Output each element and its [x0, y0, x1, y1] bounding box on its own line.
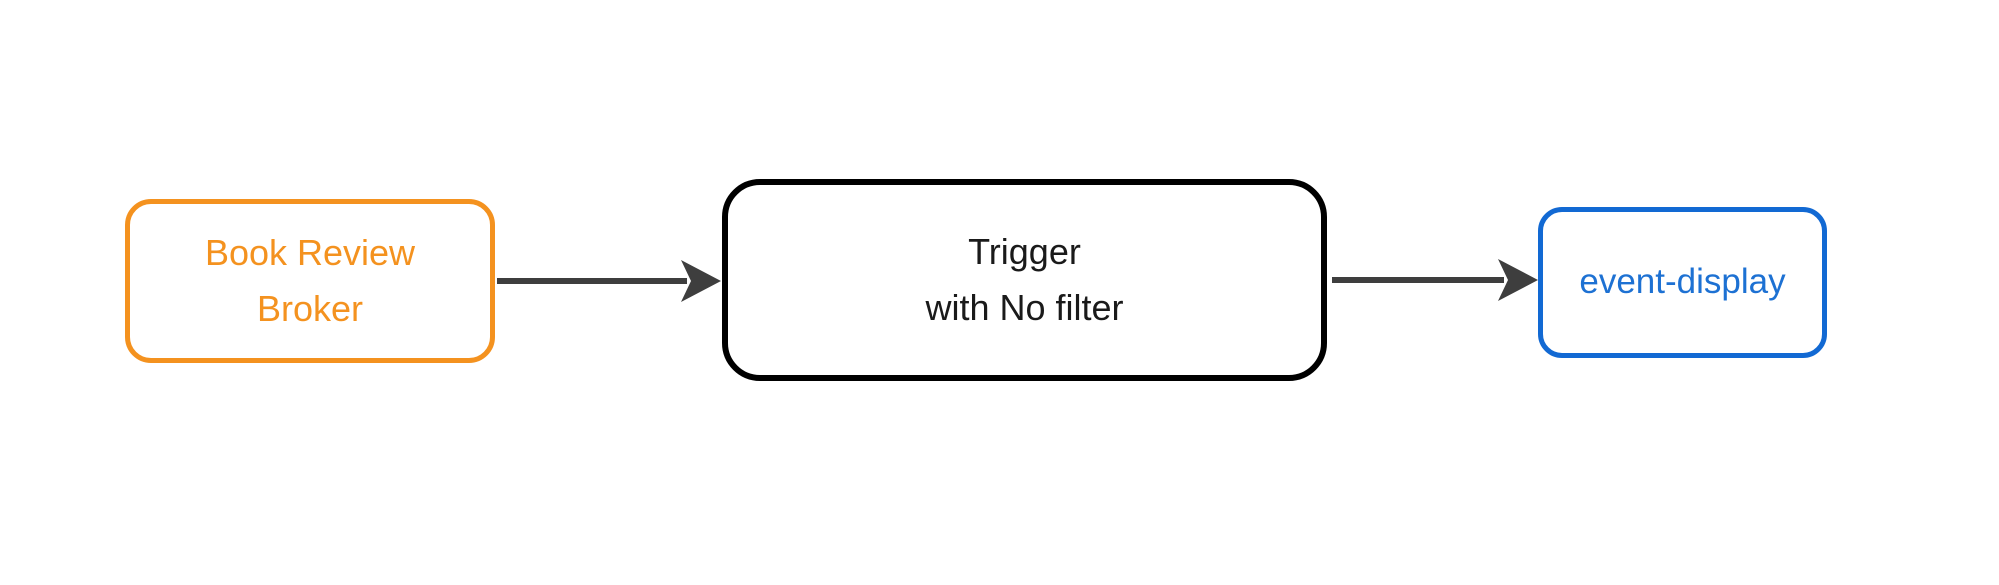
edge-trigger-to-event-display [1332, 259, 1538, 301]
node-label-line: Book Review [204, 232, 416, 274]
node-trigger-with-no-filter: Trigger with No filter [722, 179, 1327, 381]
arrowhead-icon [1498, 259, 1538, 301]
node-book-review-broker: Book Review Broker [125, 199, 495, 363]
edge-broker-to-trigger [497, 260, 721, 302]
arrowhead-icon [681, 260, 721, 302]
node-label-book-review-broker: Book Review Broker [205, 225, 415, 337]
node-label-line: event-display [1579, 262, 1786, 302]
node-label-line: with No filter [925, 287, 1124, 328]
node-label-line: Broker [256, 288, 364, 329]
node-label-trigger: Trigger with No filter [925, 224, 1123, 336]
node-event-display: event-display [1538, 207, 1827, 358]
node-label-line: Trigger [968, 231, 1081, 273]
node-label-event-display: event-display [1579, 255, 1785, 309]
